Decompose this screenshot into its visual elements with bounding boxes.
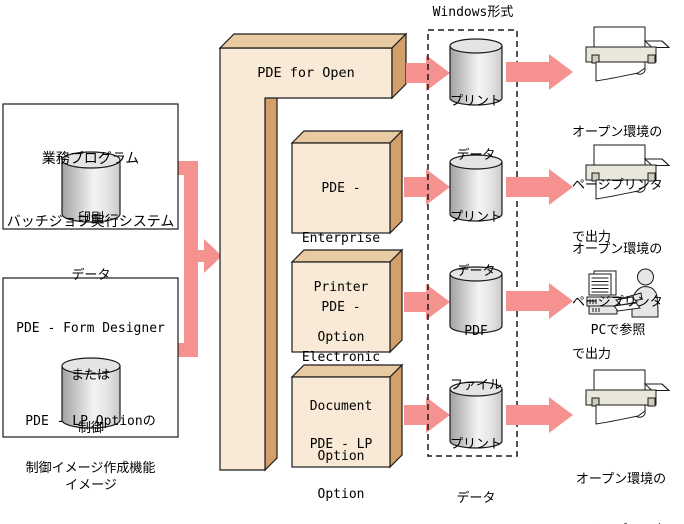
sources-to-pde-connector-arrow	[178, 161, 222, 357]
flow-arrow	[506, 397, 573, 433]
output-label-page-printer-2: オープン環境の ページプリンタ で出力	[572, 242, 663, 362]
option-electronic-label: PDE - Electronic Document Option	[301, 300, 381, 464]
output-label-pc: PCで参照	[590, 323, 646, 338]
print-data-cylinder-label: 印刷 データ	[71, 211, 111, 283]
pde-for-open-bracket	[218, 32, 408, 472]
output-label-page-printer-1: オープン環境の ページプリンタ で出力	[572, 125, 663, 245]
form-designer-box-label: PDE - Form Designer または PDE - LP Optionの…	[16, 321, 165, 476]
data-store-label: プリント データ	[450, 94, 503, 163]
flow-arrow	[404, 397, 450, 433]
flow-arrow	[404, 169, 450, 205]
data-store-label: プリント データ	[450, 210, 503, 279]
pc-user-icon	[586, 268, 659, 318]
product-to-store-arrows	[404, 55, 450, 433]
windows-format-dashed-box	[427, 29, 518, 457]
option-box-enterprise-printer	[290, 129, 404, 235]
option-enterprise-label: PDE - Enterprise Printer Option	[301, 181, 381, 345]
flow-arrow	[506, 54, 573, 90]
option-lp-label: PDE - LP Option	[309, 437, 373, 502]
page-printer-icon	[585, 26, 670, 82]
option-box-lp	[290, 363, 404, 469]
data-store-label: プリント データ	[450, 437, 503, 506]
control-image-cylinder-label: 制御 イメージ	[65, 421, 117, 493]
flow-arrow	[404, 284, 450, 320]
windows-format-label: Windows形式	[432, 5, 514, 20]
output-label-line-printer: オープン環境の ラインプリンタ で出力 (Prinfina IMPACT GXシ…	[575, 472, 667, 524]
business-program-box-label: 業務プログラム バッチジョブ実行システム	[6, 151, 175, 230]
data-store-label: PDF ファイル	[450, 324, 503, 393]
store-to-output-arrows	[506, 54, 573, 433]
option-box-electronic-document	[290, 248, 404, 354]
flow-arrow	[406, 55, 450, 91]
flow-arrow	[506, 169, 573, 205]
flow-arrow	[506, 283, 573, 319]
pde-for-open-label: PDE for Open	[257, 65, 355, 81]
